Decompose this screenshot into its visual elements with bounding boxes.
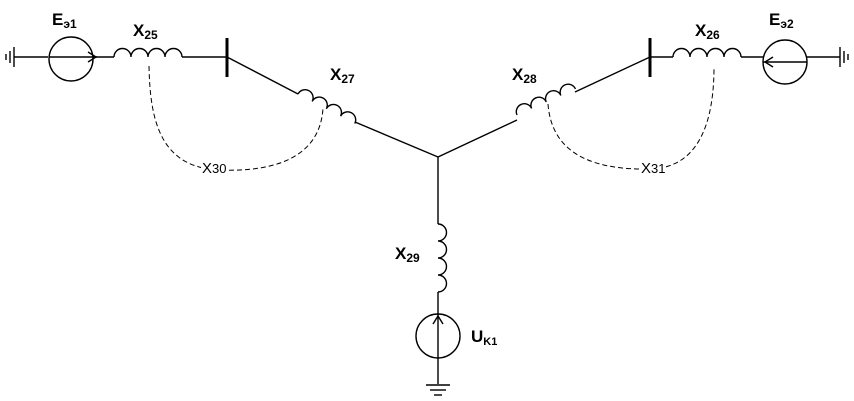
wire (574, 56, 651, 93)
label-main: X (133, 21, 145, 40)
label-x29: X29 (395, 245, 420, 264)
label-main: U (471, 327, 484, 346)
source-uk1-icon (415, 313, 461, 359)
inductor-x25-icon (113, 47, 183, 58)
label-main: X (641, 160, 652, 177)
inductor-x27-icon (297, 89, 357, 124)
label-sub: 27 (341, 72, 355, 86)
label-e2: Eэ2 (769, 11, 794, 30)
label-sub: 31 (651, 161, 666, 176)
wire (226, 56, 299, 95)
source-e1-icon (48, 36, 98, 82)
label-sub: 30 (212, 161, 227, 176)
label-x25: X25 (133, 22, 158, 41)
label-main: X (202, 160, 213, 177)
mutual-coupling-x30 (148, 65, 324, 171)
label-x31: X31 (640, 160, 667, 177)
label-sub: 25 (144, 28, 158, 42)
label-x27: X27 (330, 66, 355, 85)
label-main: X (395, 244, 407, 263)
ground-bottom-icon (426, 384, 450, 396)
label-x30: X30 (201, 160, 228, 177)
inductor-x28-icon (515, 83, 577, 116)
label-e1: Eэ1 (52, 11, 77, 30)
ground-right-icon (806, 47, 849, 67)
label-sub: э1 (63, 17, 77, 31)
label-sub: 26 (706, 28, 720, 42)
label-main: E (52, 10, 64, 29)
label-uk1: UK1 (471, 328, 497, 348)
label-sub: K1 (483, 336, 498, 348)
label-main: X (512, 65, 524, 84)
wire (354, 121, 439, 158)
inductor-x29-icon (437, 223, 448, 293)
wire (437, 119, 518, 158)
ground-left-icon (5, 47, 48, 67)
label-main: X (330, 65, 342, 84)
mutual-coupling-x31 (547, 66, 715, 170)
label-x26: X26 (695, 22, 720, 41)
source-e2-icon (762, 39, 808, 85)
label-main: X (695, 21, 707, 40)
label-main: E (769, 10, 781, 29)
label-sub: 28 (523, 72, 537, 86)
inductor-x26-icon (672, 47, 742, 58)
label-sub: э2 (780, 17, 794, 31)
label-sub: 29 (406, 251, 420, 265)
label-x28: X28 (512, 66, 537, 85)
